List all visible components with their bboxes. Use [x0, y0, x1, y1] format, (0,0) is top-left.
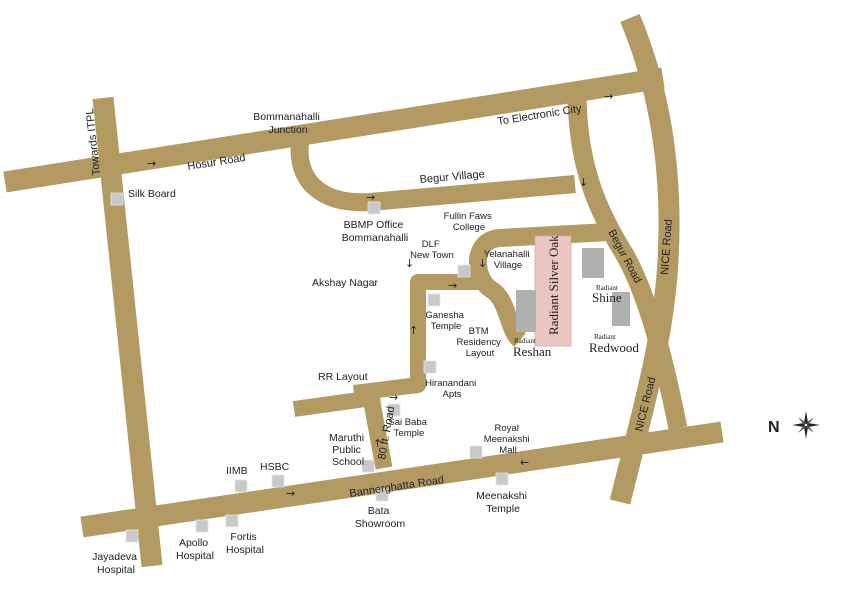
bannerghatta-road	[80, 421, 724, 538]
apollo-marker	[195, 519, 209, 533]
radiant-redwood-big: Redwood	[589, 340, 639, 355]
rr-layout-label: RR Layout	[318, 371, 368, 383]
yelanahalli-label: Yelanahalli Village	[484, 249, 532, 271]
compass: N	[768, 411, 820, 439]
radiant-shine-small: Radiant	[596, 284, 618, 292]
arrow-dlf: ↓	[405, 257, 414, 270]
jayadeva-label: Jayadeva Hospital	[92, 551, 140, 576]
fullin-faws-label: Fullin Faws College	[444, 211, 495, 233]
dlf-new-town-label: DLF New Town	[410, 239, 454, 261]
radiant-reshan-small: Radiant	[514, 337, 536, 345]
arrow-80ft-up: ↑	[373, 437, 382, 450]
bbmp-office-marker	[367, 201, 381, 215]
iimb-label: IIMB	[226, 465, 248, 477]
bommanahalli-junction-label: Bommanahalli Junction	[253, 111, 322, 136]
radiant-shine-building	[582, 248, 604, 278]
bata-marker	[375, 488, 389, 502]
bata-label: Bata Showroom	[355, 505, 405, 530]
begur-village-road	[290, 141, 576, 212]
hiranandani-label: Hiranandani Apts	[425, 378, 479, 400]
arrow-begur-village: →	[366, 191, 375, 204]
sai-baba-label: Sai Baba Temple	[388, 417, 429, 439]
radiant-reshan-building	[516, 290, 536, 332]
royal-meenakshi-label: Royal Meenakshi Mall	[484, 423, 533, 456]
arrow-yelanahalli: ↓	[478, 257, 487, 270]
radiant-silver-oak-building	[534, 235, 572, 347]
ganesha-temple-marker	[427, 293, 441, 307]
btm-residency-label: BTM Residency Layout	[457, 326, 504, 359]
silk-board-marker	[110, 192, 124, 206]
compass-north-letter: N	[768, 419, 780, 436]
nice-road-top-label: NICE Road	[659, 219, 675, 275]
hiranandani-marker	[423, 360, 437, 374]
hsbc-marker	[271, 474, 285, 488]
radiant-reshan-big: Reshan	[513, 344, 552, 359]
compass-star-icon	[792, 411, 820, 439]
fortis-label: Fortis Hospital	[226, 531, 264, 556]
meenakshi-temple-marker	[495, 472, 509, 486]
meenakshi-temple-label: Meenakshi Temple	[476, 490, 530, 515]
iimb-marker	[234, 479, 248, 493]
nice-road	[609, 13, 680, 505]
arrow-electronic-city: →	[604, 90, 613, 103]
arrow-inner-right: →	[448, 279, 457, 292]
silk-board-label: Silk Board	[128, 188, 176, 200]
itpl-road	[92, 96, 163, 568]
bbmp-office-label: BBMP Office Bommanahalli	[342, 219, 409, 244]
begur-village-label: Begur Village	[419, 168, 485, 186]
fortis-marker	[225, 514, 239, 528]
arrow-bannerghatta-left: ←	[520, 456, 529, 469]
radiant-silver-oak-label: Radiant Silver Oak	[546, 235, 561, 335]
yelanahalli-road	[469, 223, 609, 347]
akshay-nagar-label: Akshay Nagar	[312, 277, 378, 289]
arrow-inner-up: ↑	[409, 324, 418, 337]
begur-road	[567, 95, 688, 430]
sai-baba-marker	[387, 403, 401, 417]
arrow-begur-road: ↓	[579, 176, 588, 189]
fullin-faws-marker	[457, 264, 471, 278]
jayadeva-marker	[125, 529, 139, 543]
dlf-road	[353, 274, 480, 401]
arrow-bannerghatta-right: →	[286, 487, 295, 500]
arrow-hosur: →	[147, 157, 156, 170]
radiant-redwood-building	[612, 292, 630, 326]
eighty-ft-road	[361, 390, 393, 470]
maruthi-marker	[361, 459, 375, 473]
arrow-sai-baba: →	[389, 391, 398, 404]
hsbc-label: HSBC	[260, 461, 290, 473]
maruthi-label: Maruthi Public School	[329, 432, 367, 468]
royal-meenakshi-marker	[469, 445, 483, 459]
apollo-label: Apollo Hospital	[176, 537, 214, 562]
radiant-shine-big: Shine	[592, 290, 622, 305]
radiant-redwood-small: Radiant	[594, 333, 616, 341]
ganesha-temple-label: Ganesha Temple	[425, 310, 466, 332]
